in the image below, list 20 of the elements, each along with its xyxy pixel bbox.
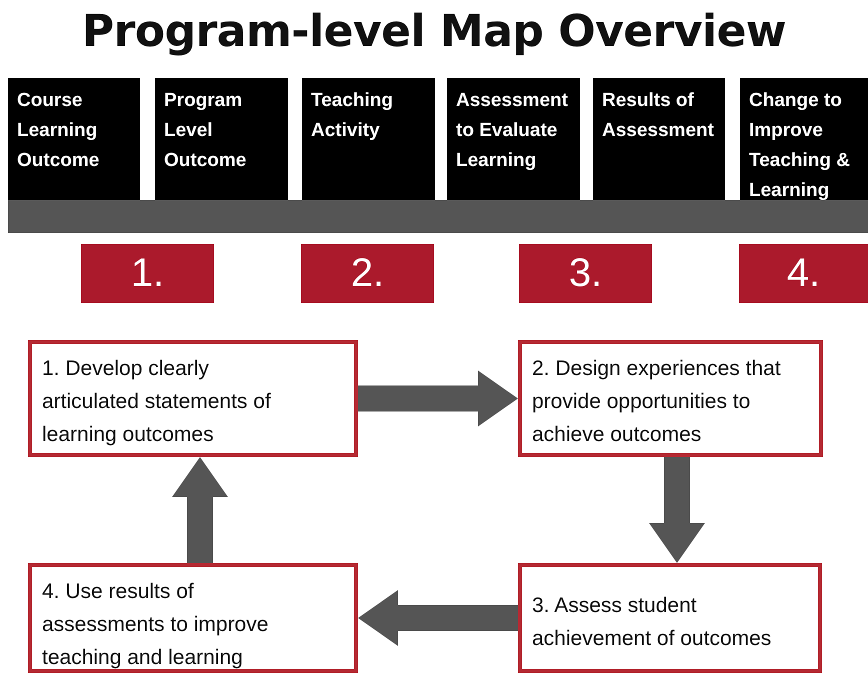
block-arrow bbox=[172, 457, 228, 563]
block-arrow bbox=[649, 457, 705, 563]
column-header: Results of Assessment bbox=[593, 78, 725, 200]
process-box: 2. Design experiences that provide opportunities to achieve outcomes bbox=[518, 340, 823, 457]
step-number-box: 3. bbox=[519, 244, 652, 303]
title: Program-level Map Overview bbox=[80, 6, 788, 57]
process-box: 3. Assess student achievement of outcomes bbox=[518, 563, 822, 673]
column-header: Assessment to Evaluate Learning bbox=[447, 78, 580, 200]
timeline-bar bbox=[8, 200, 868, 233]
process-box: 1. Develop clearly articulated statements of learning outcomes bbox=[28, 340, 358, 457]
block-arrow bbox=[358, 590, 518, 646]
column-header: Program Level Outcome bbox=[155, 78, 288, 200]
column-header: Change to Improve Teaching & Learning bbox=[740, 78, 868, 200]
step-number-box: 1. bbox=[81, 244, 214, 303]
process-box: 4. Use results of assessments to improve teaching and learning bbox=[28, 563, 358, 673]
column-header: Teaching Activity bbox=[302, 78, 435, 200]
step-number-box: 4. bbox=[739, 244, 868, 303]
step-number-box: 2. bbox=[301, 244, 434, 303]
block-arrow bbox=[358, 370, 518, 426]
column-header: Course Learning Outcome bbox=[8, 78, 140, 200]
